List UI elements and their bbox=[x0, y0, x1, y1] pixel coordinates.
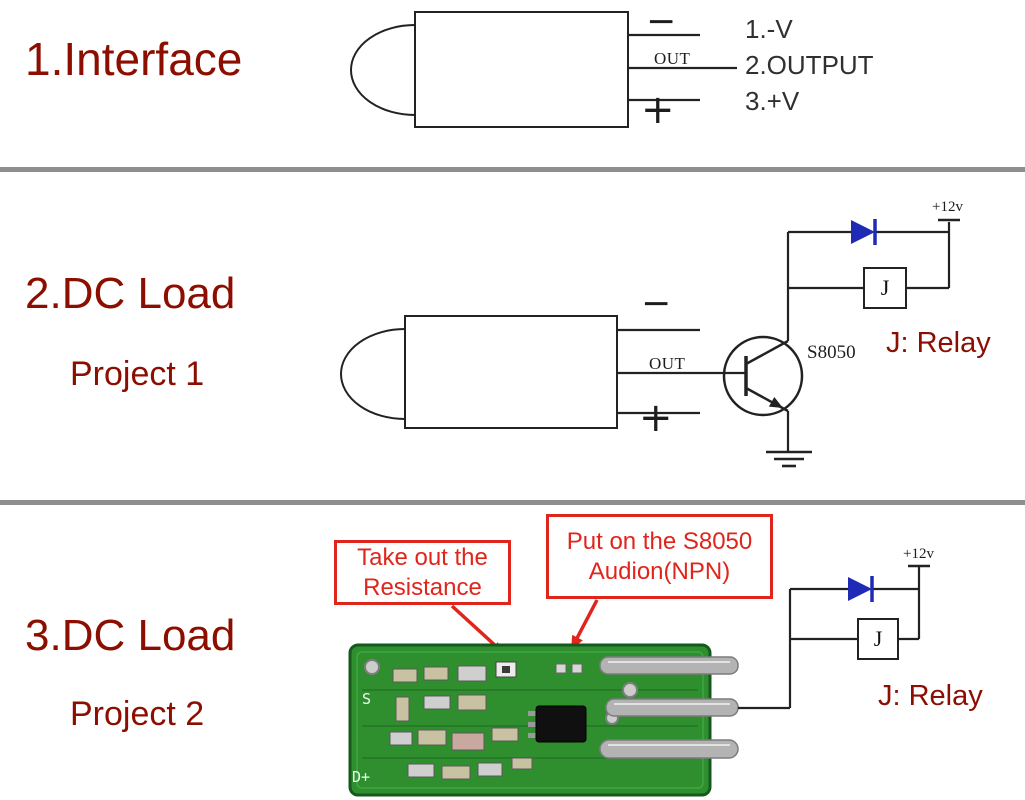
legend-line-2: 2.OUTPUT bbox=[745, 50, 874, 80]
mounting-hole bbox=[364, 659, 380, 675]
transistor-icon bbox=[722, 335, 804, 417]
sensor-dome-icon bbox=[340, 328, 406, 420]
section3-subtitle: Project 2 bbox=[70, 695, 205, 733]
section-divider-1 bbox=[0, 167, 1025, 172]
legend-line-1: 1.-V bbox=[745, 14, 793, 44]
diode-icon-2 bbox=[848, 576, 874, 602]
smd-components bbox=[389, 665, 533, 780]
out-pin-label-2: OUT bbox=[649, 354, 686, 373]
section3-title: 3.DC Load bbox=[25, 611, 236, 660]
diode-icon-1 bbox=[851, 219, 877, 245]
emitter-arrow-icon bbox=[768, 397, 783, 408]
supply-label-1: +12v bbox=[932, 199, 963, 215]
sensor-body bbox=[414, 11, 629, 128]
relay-box-2 bbox=[857, 618, 899, 660]
pcb-pins bbox=[599, 656, 739, 759]
pcb-silkscreen-d: D+ bbox=[352, 768, 370, 786]
section1-title: 1.Interface bbox=[25, 33, 243, 85]
relay-legend-2: J: Relay bbox=[878, 680, 983, 712]
collector-relay-wiring-1 bbox=[786, 218, 960, 452]
target-resistor bbox=[495, 661, 517, 678]
collector-relay-wiring-2 bbox=[738, 564, 930, 710]
plus-pin-label-2: + bbox=[639, 395, 673, 441]
pin-2 bbox=[605, 698, 739, 717]
out-pin-label-1: OUT bbox=[654, 49, 691, 68]
mounting-hole bbox=[622, 682, 638, 698]
supply-label-2: +12v bbox=[903, 546, 934, 562]
ic-package bbox=[528, 705, 587, 743]
minus-pin-label-2: − bbox=[641, 283, 672, 324]
relay-box-letter-1: J bbox=[880, 275, 890, 300]
annotation-arrow-2 bbox=[571, 599, 599, 650]
section2-title: 2.DC Load bbox=[25, 269, 236, 318]
pcb-silkscreen-s: S bbox=[362, 690, 371, 708]
relay-box-letter-2: J bbox=[873, 626, 883, 651]
section-divider-2 bbox=[0, 500, 1025, 505]
section2-subtitle: Project 1 bbox=[70, 355, 205, 393]
annotation-resistance: Take out the Resistance bbox=[334, 540, 511, 605]
sensor-symbol-1 bbox=[350, 11, 629, 128]
pin-3 bbox=[599, 739, 739, 759]
sensor-dome-icon bbox=[350, 24, 416, 116]
plus-pin-label-1: + bbox=[641, 87, 675, 133]
sensor-body bbox=[404, 315, 618, 429]
legend-line-3: 3.+V bbox=[745, 86, 800, 116]
sensor-1-wires bbox=[628, 33, 737, 102]
sensor-symbol-2 bbox=[340, 315, 618, 429]
transistor-label: S8050 bbox=[807, 342, 856, 363]
s8050-pads bbox=[555, 663, 583, 674]
annotation-s8050: Put on the S8050 Audion(NPN) bbox=[546, 514, 773, 599]
relay-legend-1: J: Relay bbox=[886, 327, 991, 359]
relay-box-1 bbox=[863, 267, 907, 309]
pin-1 bbox=[599, 656, 739, 675]
ground-icon bbox=[766, 450, 812, 468]
minus-pin-label-1: − bbox=[646, 1, 677, 42]
